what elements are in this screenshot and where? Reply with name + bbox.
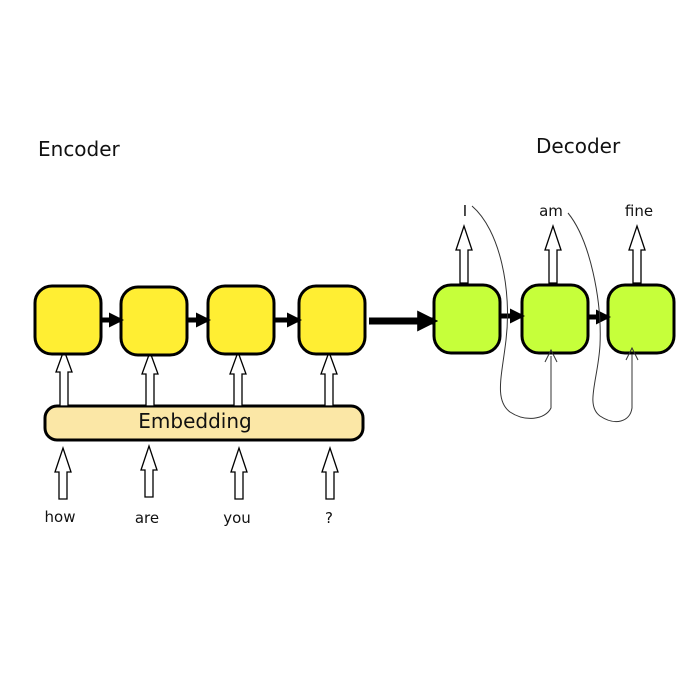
decoder-cell-3 bbox=[606, 283, 676, 355]
decoder-cells bbox=[432, 283, 676, 355]
feedback-curve-1-head bbox=[544, 348, 558, 363]
encoder-title: Encoder bbox=[38, 137, 120, 161]
output-arrow-fine bbox=[628, 223, 646, 284]
embedding-arrow-1 bbox=[55, 348, 73, 407]
input-arrow-you bbox=[230, 445, 248, 500]
output-word: I bbox=[462, 202, 468, 220]
embedding-arrows bbox=[55, 348, 338, 407]
encoder-cell-4 bbox=[297, 284, 367, 356]
input-word: are bbox=[134, 509, 160, 527]
output-arrow-i bbox=[455, 223, 473, 284]
output-word: fine bbox=[624, 202, 654, 220]
decoder-cell-2 bbox=[520, 283, 590, 355]
embedding-label: Embedding bbox=[138, 409, 252, 433]
feedback-curve-2-head bbox=[625, 346, 639, 361]
input-arrow-are bbox=[140, 443, 158, 498]
output-arrow-am bbox=[544, 223, 562, 284]
embedding-arrow-2 bbox=[141, 350, 159, 407]
encoder-cell-3 bbox=[206, 284, 276, 356]
input-word: how bbox=[44, 508, 76, 526]
input-word: ? bbox=[325, 509, 333, 527]
feedback-curve-2 bbox=[567, 212, 633, 423]
output-word: am bbox=[539, 202, 563, 220]
embedding-arrow-3 bbox=[229, 350, 247, 407]
embedding-arrow-4 bbox=[320, 350, 338, 407]
output-arrows bbox=[455, 223, 646, 284]
decoder-cell-1 bbox=[432, 283, 502, 355]
feedback-curve-1 bbox=[471, 205, 552, 419]
encoder-cell-2 bbox=[119, 285, 189, 357]
input-arrow-q bbox=[321, 445, 339, 500]
input-word: you bbox=[223, 509, 251, 527]
recurrent-arrows bbox=[102, 308, 611, 332]
embedding-bar bbox=[43, 404, 365, 442]
decoder-title: Decoder bbox=[536, 134, 621, 158]
encoder-cell-1 bbox=[33, 284, 103, 356]
input-arrows bbox=[54, 443, 339, 500]
feedback-loops bbox=[471, 205, 639, 423]
input-arrow-how bbox=[54, 445, 72, 500]
